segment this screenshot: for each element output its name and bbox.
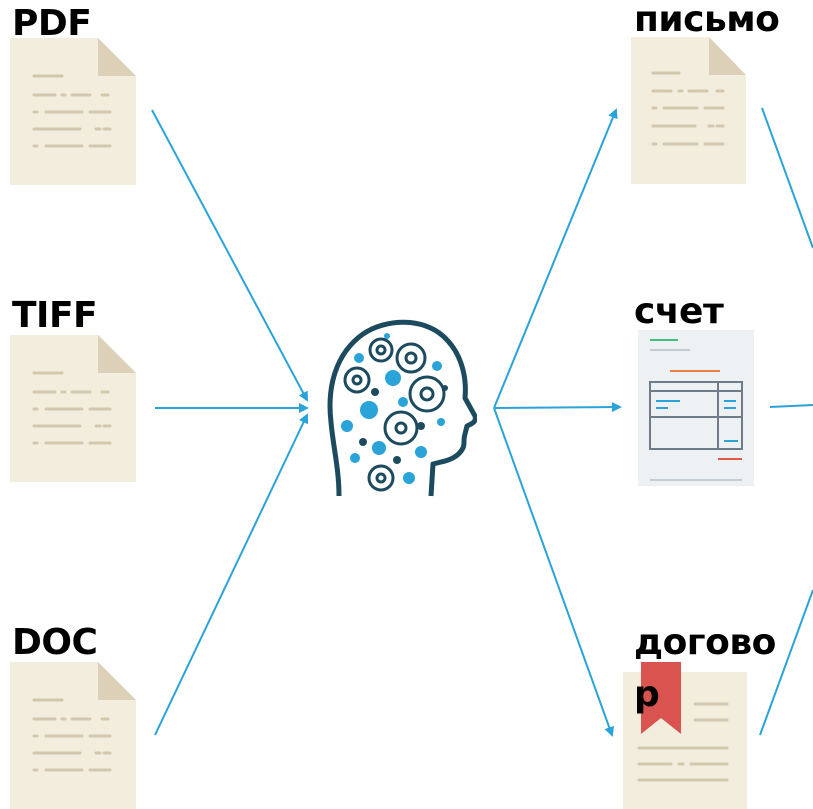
input-label-pdf: PDF: [12, 3, 92, 44]
arrow-brain-to-contract: [493, 407, 614, 737]
bookmark-icon: [641, 662, 681, 734]
arrow-brain-to-letter: [493, 108, 618, 409]
document-icon: [10, 38, 136, 185]
output-label-contract-line2: р: [634, 674, 660, 715]
output-label-contract-line1: догово: [634, 622, 776, 663]
invoice-icon: [638, 330, 754, 486]
document-icon: [10, 335, 136, 482]
line-contract-out: [759, 589, 813, 736]
document-icon: [631, 37, 746, 184]
brain-gears-icon: [327, 319, 477, 497]
output-label-letter: письмо: [634, 0, 780, 40]
contract-icon: [623, 662, 747, 809]
input-label-doc: DOC: [12, 622, 98, 663]
arrow-pdf-to-brain: [151, 109, 308, 402]
line-invoice-out: [769, 404, 813, 408]
line-letter-out: [761, 107, 813, 249]
output-label-invoice: счет: [634, 291, 724, 332]
document-icon: [10, 662, 136, 809]
arrow-brain-to-invoice: [493, 402, 622, 413]
input-label-tiff: TIFF: [12, 295, 98, 336]
arrow-doc-to-brain: [154, 413, 309, 736]
